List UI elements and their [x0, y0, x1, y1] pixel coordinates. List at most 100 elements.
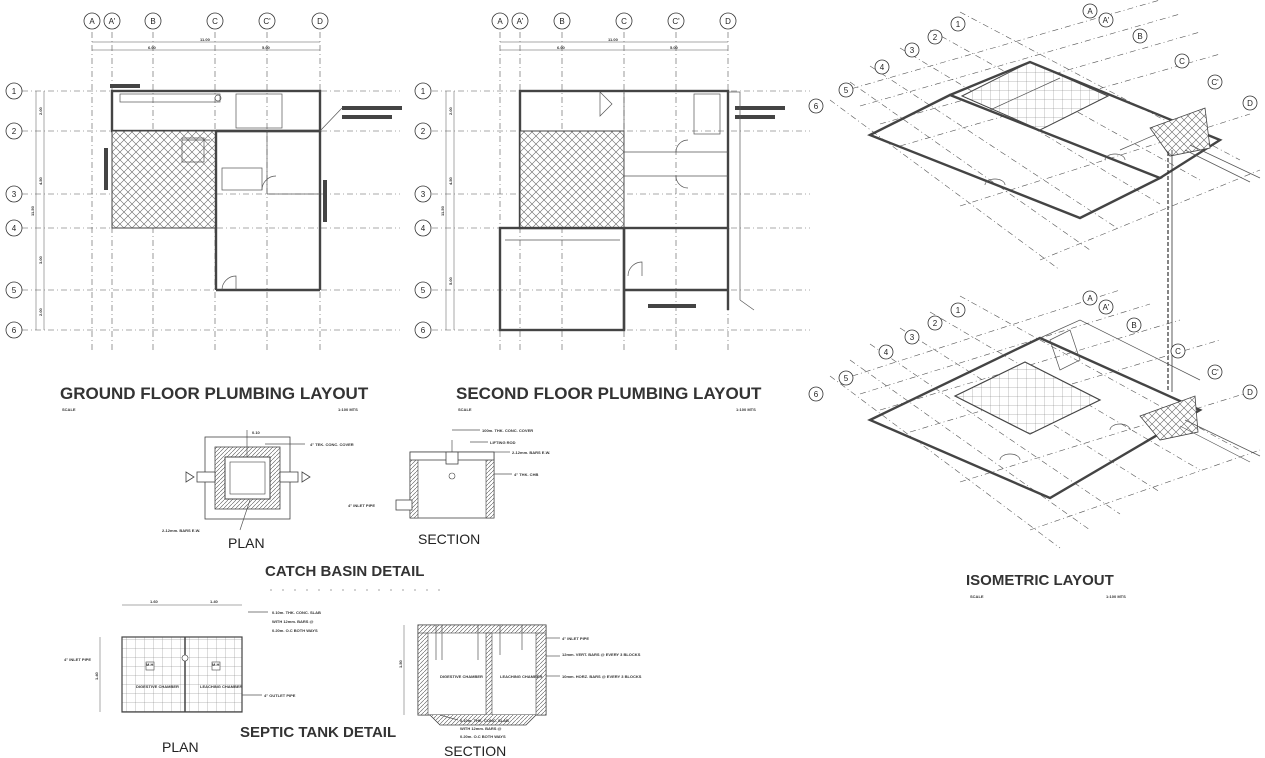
- cb-section-label: SECTION: [418, 531, 480, 547]
- iso-upper-floor: [829, 0, 1261, 392]
- septic-section: 1.50 4" INLET PIPE 12mm. VERT. BARS @ EV…: [398, 624, 642, 758]
- st-plan-room: M.H: [212, 662, 219, 667]
- ground-column-bubbles: A A' B C C' D: [83, 12, 329, 30]
- second-col-label: A': [517, 17, 524, 26]
- second-row-dim: 5.00: [448, 276, 453, 285]
- ground-col-label: C: [212, 17, 218, 26]
- st-plan-dim: 1.40: [94, 671, 99, 680]
- second-row-label: 3: [421, 190, 426, 199]
- ground-plan-title: GROUND FLOOR PLUMBING LAYOUT: [60, 384, 369, 403]
- iso-bubble: 2: [933, 319, 938, 328]
- catch-basin-section: 100m. THK. CONC. COVER LIFTING ROD 2-12m…: [348, 428, 550, 547]
- ground-col-label: A': [109, 17, 116, 26]
- ground-row-label: 1: [12, 87, 17, 96]
- iso-bubble: 6: [814, 390, 819, 399]
- iso-bubble: 4: [884, 348, 889, 357]
- ground-row-bubbles: 1 2 3 4 5 6: [5, 82, 23, 339]
- iso-bubble: A: [1087, 294, 1093, 303]
- iso-lower-floor: [829, 289, 1261, 549]
- iso-bubble: 4: [880, 63, 885, 72]
- iso-bubble: 1: [956, 20, 961, 29]
- second-walls: [498, 89, 785, 332]
- ground-scale-value: 1:100 MTS: [338, 407, 358, 412]
- ground-overall-dim: 11.00: [200, 37, 211, 42]
- second-scale-value: 1:100 MTS: [736, 407, 756, 412]
- st-section-note: 0.10m. THK. CONC. SLAB: [460, 718, 509, 723]
- st-plan-note: 4" OUTLET PIPE: [264, 693, 296, 698]
- ground-row-label: 6: [12, 326, 17, 335]
- ground-sub-dim: 6.00: [148, 45, 157, 50]
- st-plan-dim: 1.40: [210, 599, 219, 604]
- ground-dimension-text: 11.00 6.00 5.00 11.50 2.00 4.50 3.00 2.0…: [30, 37, 271, 316]
- iso-bubble: C: [1175, 347, 1181, 356]
- st-section-room: LEACHING CHAMBER: [500, 674, 543, 679]
- second-row-label: 5: [421, 286, 426, 295]
- iso-bubble: 5: [844, 86, 849, 95]
- cb-plan-note: 4" TEK. CONC. COVER: [310, 442, 354, 447]
- st-section-label: SECTION: [444, 743, 506, 758]
- st-section-note: 4" INLET PIPE: [562, 636, 589, 641]
- septic-tank-title: SEPTIC TANK DETAIL: [240, 724, 396, 741]
- st-section-dim: 1.50: [398, 659, 403, 668]
- st-section-note: 12mm. VERT. BARS @ EVERY 3 BLOCKS: [562, 652, 641, 657]
- st-plan-label: PLAN: [162, 739, 199, 755]
- second-column-bubbles: A A' B C C' D: [491, 12, 737, 30]
- second-sub-dim: 6.00: [557, 45, 566, 50]
- st-section-room: DIGESTIVE CHAMBER: [440, 674, 483, 679]
- st-plan-room: DIGESTIVE CHAMBER: [136, 684, 179, 689]
- iso-bubble: B: [1131, 321, 1136, 330]
- iso-bubble: C': [1211, 78, 1219, 87]
- iso-bubble: B: [1137, 32, 1142, 41]
- iso-bubble: 1: [956, 306, 961, 315]
- second-col-label: C: [621, 17, 627, 26]
- second-dimension-lines: [445, 41, 728, 330]
- iso-bubble: A: [1087, 7, 1093, 16]
- ground-scale-label: SCALE: [62, 407, 76, 412]
- iso-upper-bubbles: A A' B C C' D 1 2 3 4 5 6: [808, 3, 1258, 114]
- isometric-title: ISOMETRIC LAYOUT: [966, 572, 1114, 589]
- second-col-label: D: [725, 17, 731, 26]
- iso-bubble: 3: [910, 333, 915, 342]
- st-plan-note: WITH 12mm. BARS @: [272, 619, 314, 624]
- catch-basin-plan: 0.10 4" TEK. CONC. COVER 2-12mm. BARS E.…: [162, 430, 354, 551]
- iso-bubble: D: [1247, 99, 1253, 108]
- second-row-label: 1: [421, 87, 426, 96]
- cb-plan-label: PLAN: [228, 535, 265, 551]
- st-section-note: 0.20m. O.C BOTH WAYS: [460, 734, 506, 739]
- second-hatched-room: [519, 130, 625, 229]
- second-row-label: 2: [421, 127, 426, 136]
- second-row-bubbles: 1 2 3 4 5 6: [414, 82, 432, 339]
- cb-plan-note: 0.10: [252, 430, 261, 435]
- st-section-note: 10mm. HORZ. BARS @ EVERY 3 BLOCKS: [562, 674, 642, 679]
- iso-bubble: 2: [933, 33, 938, 42]
- ground-row-dim: 4.50: [38, 176, 43, 185]
- second-side-dim: 11.50: [440, 205, 445, 216]
- ground-sub-dim: 5.00: [262, 45, 271, 50]
- ground-row-label: 3: [12, 190, 17, 199]
- iso-lower-bubbles: A A' B C C' D 1 2 3 4 5 6: [808, 290, 1258, 402]
- ground-col-label: D: [317, 17, 323, 26]
- st-plan-note: 0.10m. THK. CONC. SLAB: [272, 610, 321, 615]
- ground-side-dim: 11.50: [30, 205, 35, 216]
- ground-hatched-room: [111, 130, 217, 229]
- catch-basin-detail: 0.10 4" TEK. CONC. COVER 2-12mm. BARS E.…: [162, 428, 550, 580]
- second-overall-dim: 11.00: [608, 37, 619, 42]
- second-col-label: A: [497, 17, 503, 26]
- second-plan-title: SECOND FLOOR PLUMBING LAYOUT: [456, 384, 762, 403]
- iso-scale-value: 1:100 MTS: [1106, 594, 1126, 599]
- cb-section-note: 100m. THK. CONC. COVER: [482, 428, 533, 433]
- st-plan-note: 0.20m. O.C BOTH WAYS: [272, 628, 318, 633]
- ground-col-label: C': [263, 17, 271, 26]
- st-plan-dim: 1.60: [150, 599, 159, 604]
- st-plan-room: LEACHING CHAMBER: [200, 684, 243, 689]
- iso-bubble: A': [1103, 16, 1110, 25]
- second-floor-plan: A A' B C C' D 1 2 3 4 5 6 11.00 6.00 5.0…: [414, 12, 810, 412]
- iso-bubble: C: [1179, 57, 1185, 66]
- st-plan-note: 4" INLET PIPE: [64, 657, 91, 662]
- iso-bubble: 6: [814, 102, 819, 111]
- iso-bubble: C': [1211, 368, 1219, 377]
- iso-bubble: D: [1247, 388, 1253, 397]
- cb-section-note: 2-12mm. BARS E.W.: [512, 450, 550, 455]
- cb-section-note: 4" THK. CHB: [514, 472, 538, 477]
